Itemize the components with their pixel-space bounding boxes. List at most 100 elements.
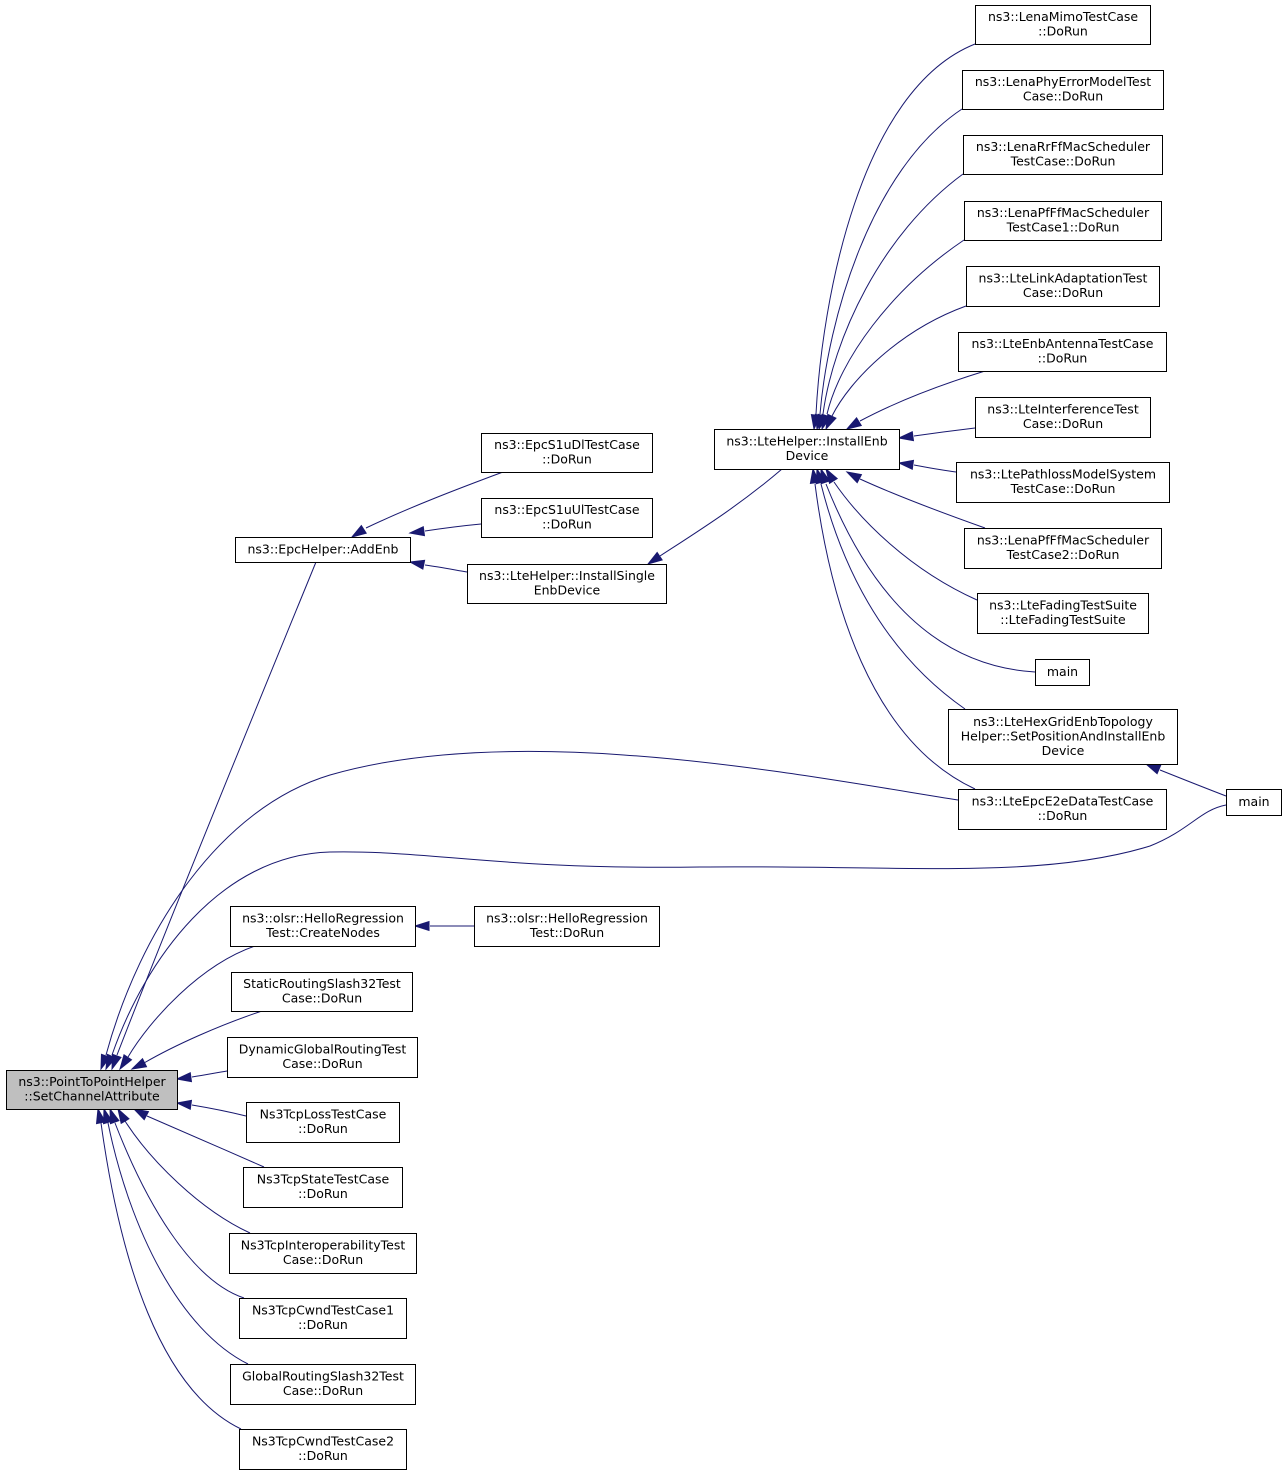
node-epcdl[interactable]: ns3::EpcS1uDlTestCase::DoRun [481, 433, 653, 473]
node-hexgrid[interactable]: ns3::LteHexGridEnbTopologyHelper::SetPos… [948, 709, 1178, 765]
edge-line [424, 523, 482, 532]
edge-cwnd1-to-setchannel [109, 1107, 245, 1299]
node-box [975, 397, 1151, 438]
node-label: ns3::LenaPhyErrorModelTest [975, 74, 1151, 89]
arrowhead-icon [1144, 763, 1162, 775]
node-main2[interactable]: main [1226, 789, 1282, 816]
node-box [467, 564, 667, 604]
edge-interference-to-installenb [897, 427, 976, 442]
node-box [962, 70, 1164, 110]
node-label: Test::CreateNodes [265, 925, 380, 940]
edge-olsrrun-to-olsrcreate [413, 920, 474, 932]
node-box [948, 709, 1178, 765]
node-label: GlobalRoutingSlash32Test [242, 1369, 404, 1384]
node-box [239, 1429, 407, 1470]
node-mimo[interactable]: ns3::LenaMimoTestCase::DoRun [975, 5, 1151, 45]
node-label: ns3::EpcS1uUlTestCase [494, 502, 639, 517]
arrowhead-icon [897, 430, 915, 442]
node-label: ns3::LenaPfFfMacScheduler [977, 205, 1150, 220]
node-box [230, 1364, 416, 1405]
node-pathloss[interactable]: ns3::LtePathlossModelSystemTestCase::DoR… [956, 462, 1170, 503]
edge-line [659, 468, 783, 557]
node-label: TestCase::DoRun [1010, 481, 1116, 496]
arrowhead-icon [408, 525, 426, 537]
edge-line [191, 1104, 247, 1117]
node-olsrcreate[interactable]: ns3::olsr::HelloRegressionTest::CreateNo… [230, 906, 416, 947]
node-label: ::DoRun [1038, 351, 1088, 366]
node-main1[interactable]: main [1035, 659, 1090, 686]
edge-tcploss-to-setchannel [175, 1099, 247, 1117]
nodes-layer: ns3::PointToPointHelper::SetChannelAttri… [6, 5, 1282, 1470]
edge-hexgrid-to-installenb [815, 467, 966, 710]
node-box [239, 1298, 407, 1339]
node-antenna[interactable]: ns3::LteEnbAntennaTestCase::DoRun [958, 332, 1167, 372]
node-setchannel[interactable]: ns3::PointToPointHelper::SetChannelAttri… [6, 1070, 178, 1110]
node-box [235, 537, 411, 563]
node-label: main [1238, 794, 1269, 809]
edge-line [191, 1070, 228, 1078]
node-fading[interactable]: ns3::LteFadingTestSuite::LteFadingTestSu… [977, 593, 1149, 634]
node-label: Ns3TcpStateTestCase [257, 1172, 390, 1187]
node-pfff2[interactable]: ns3::LenaPfFfMacSchedulerTestCase2::DoRu… [964, 528, 1162, 569]
arrowhead-icon [646, 551, 663, 565]
edge-line [1159, 769, 1227, 797]
node-tcpstate[interactable]: Ns3TcpStateTestCase::DoRun [243, 1167, 403, 1208]
edge-phyerr-to-installenb [814, 108, 963, 431]
node-label: ns3::PointToPointHelper [18, 1074, 166, 1089]
node-cwnd2[interactable]: Ns3TcpCwndTestCase2::DoRun [239, 1429, 407, 1470]
edge-line [820, 483, 966, 710]
node-label: Helper::SetPositionAndInstallEnb [961, 728, 1166, 743]
node-box [229, 1233, 417, 1274]
edge-line [105, 750, 959, 1056]
arrowhead-icon [845, 471, 863, 484]
edge-global32-to-setchannel [102, 1107, 249, 1365]
node-box [977, 593, 1149, 634]
edge-line [111, 804, 1227, 1056]
edge-antenna-to-installenb [845, 370, 986, 430]
node-box [474, 906, 660, 947]
edge-line [815, 43, 976, 415]
node-cwnd1[interactable]: Ns3TcpCwndTestCase1::DoRun [239, 1298, 407, 1339]
arrowhead-icon [102, 1107, 113, 1125]
arrowhead-icon [825, 413, 837, 431]
edge-installenb-to-installsingle [646, 468, 783, 565]
node-label: ::DoRun [298, 1317, 348, 1332]
node-label: ::DoRun [1038, 808, 1088, 823]
node-box [481, 498, 653, 538]
node-pfff1[interactable]: ns3::LenaPfFfMacSchedulerTestCase1::DoRu… [964, 201, 1162, 241]
node-label: ns3::LteLinkAdaptationTest [979, 271, 1148, 286]
edge-line [831, 305, 967, 417]
edge-line [913, 464, 957, 473]
edge-line [424, 564, 468, 573]
edges-layer [95, 43, 1227, 1430]
node-addenb[interactable]: ns3::EpcHelper::AddEnb [235, 537, 411, 563]
arrowhead-icon [105, 1053, 117, 1071]
node-label: Case::DoRun [282, 991, 362, 1006]
node-label: StaticRoutingSlash32Test [243, 976, 401, 991]
node-e2e[interactable]: ns3::LteEpcE2eDataTestCase::DoRun [958, 789, 1167, 830]
node-label: Case::DoRun [282, 1056, 362, 1071]
node-label: TestCase::DoRun [1010, 154, 1116, 169]
arrowhead-icon [897, 459, 915, 471]
node-tcploss[interactable]: Ns3TcpLossTestCase::DoRun [246, 1102, 400, 1143]
edge-line [146, 1115, 265, 1168]
edge-line [365, 471, 504, 529]
node-label: TestCase1::DoRun [1006, 220, 1120, 235]
edge-line [859, 478, 986, 529]
node-box [975, 5, 1151, 45]
node-label: TestCase2::DoRun [1006, 547, 1120, 562]
node-label: Ns3TcpInteroperabilityTest [241, 1238, 406, 1253]
node-label: ns3::olsr::HelloRegression [242, 911, 404, 926]
node-epcul[interactable]: ns3::EpcS1uUlTestCase::DoRun [481, 498, 653, 538]
